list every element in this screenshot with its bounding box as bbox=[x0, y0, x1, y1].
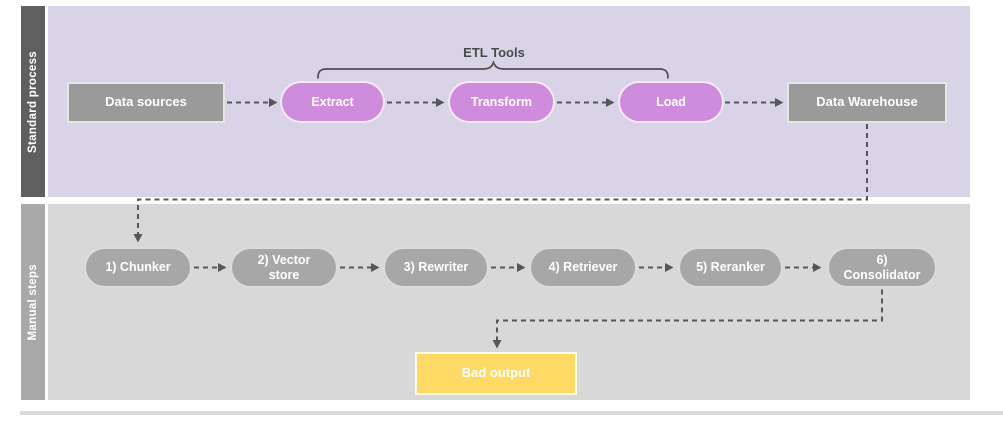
lane-manual-steps-header: Manual steps bbox=[21, 204, 45, 400]
node-retriever-label: 4) Retriever bbox=[548, 260, 618, 275]
node-data-warehouse: Data Warehouse bbox=[787, 82, 947, 123]
cropped-lane-divider bbox=[20, 411, 1003, 415]
node-bad-output: Bad output bbox=[415, 352, 577, 395]
node-transform: Transform bbox=[448, 81, 555, 123]
etl-tools-caption: ETL Tools bbox=[463, 45, 525, 60]
node-reranker-label: 5) Reranker bbox=[696, 260, 765, 275]
node-rewriter-label: 3) Rewriter bbox=[403, 260, 469, 275]
node-consolidator: 6) Consolidator bbox=[827, 247, 937, 288]
node-chunker-label: 1) Chunker bbox=[105, 260, 171, 275]
node-data-sources: Data sources bbox=[67, 82, 225, 123]
node-reranker: 5) Reranker bbox=[678, 247, 783, 288]
node-chunker: 1) Chunker bbox=[84, 247, 192, 288]
node-vector-store-label: 2) Vector store bbox=[257, 253, 311, 282]
node-consolidator-label: 6) Consolidator bbox=[843, 253, 921, 282]
node-load: Load bbox=[618, 81, 724, 123]
node-vector-store: 2) Vector store bbox=[230, 247, 338, 288]
node-rewriter: 3) Rewriter bbox=[383, 247, 489, 288]
node-extract: Extract bbox=[280, 81, 385, 123]
lane-standard-process-label: Standard process bbox=[27, 50, 39, 153]
node-retriever: 4) Retriever bbox=[529, 247, 637, 288]
lane-manual-steps-label: Manual steps bbox=[27, 263, 39, 341]
lane-standard-process-header: Standard process bbox=[21, 6, 45, 197]
